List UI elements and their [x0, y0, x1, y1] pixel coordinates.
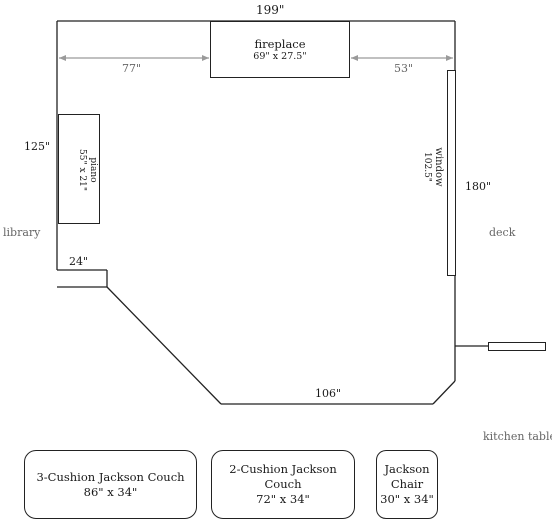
three-cushion-couch-name: 3-Cushion Jackson Couch	[36, 469, 185, 484]
left-of-fireplace-dimension: 77"	[122, 62, 142, 75]
fireplace: fireplace 69" x 27.5"	[210, 21, 350, 78]
jog-dimension: 24"	[69, 255, 89, 268]
window-size: 102.5"	[422, 152, 432, 182]
top-width-dimension: 199"	[256, 3, 285, 17]
jackson-chair[interactable]: Jackson Chair 30" x 34"	[376, 450, 438, 519]
right-of-fireplace-dimension: 53"	[394, 62, 414, 75]
two-cushion-couch-size: 72" x 34"	[256, 492, 310, 506]
left-wall-dimension: 125"	[24, 140, 51, 153]
two-cushion-couch[interactable]: 2-Cushion Jackson Couch 72" x 34"	[211, 450, 355, 519]
kitchen-table-label: kitchen table	[483, 430, 552, 443]
jackson-chair-size: 30" x 34"	[380, 492, 434, 506]
deck-railing	[488, 342, 546, 351]
piano-label: piano	[88, 157, 98, 183]
window	[447, 70, 456, 276]
library-label: library	[3, 226, 41, 239]
piano-size: 55" x 21"	[77, 149, 87, 191]
two-cushion-couch-name: 2-Cushion Jackson Couch	[229, 462, 337, 491]
window-label: window	[433, 147, 444, 187]
bottom-wall-dimension: 106"	[315, 387, 342, 400]
three-cushion-couch-size: 86" x 34"	[83, 484, 138, 499]
jackson-chair-name-line2: Chair	[390, 477, 424, 491]
jackson-chair-name-line1: Jackson	[384, 462, 430, 476]
window-label-group: window 102.5"	[414, 122, 444, 212]
right-wall-dimension: 180"	[465, 180, 492, 193]
deck-label: deck	[489, 226, 516, 239]
fireplace-label: fireplace	[254, 36, 306, 51]
piano: piano 55" x 21"	[58, 114, 100, 224]
fireplace-size: 69" x 27.5"	[253, 50, 307, 62]
three-cushion-couch[interactable]: 3-Cushion Jackson Couch 86" x 34"	[24, 450, 197, 519]
